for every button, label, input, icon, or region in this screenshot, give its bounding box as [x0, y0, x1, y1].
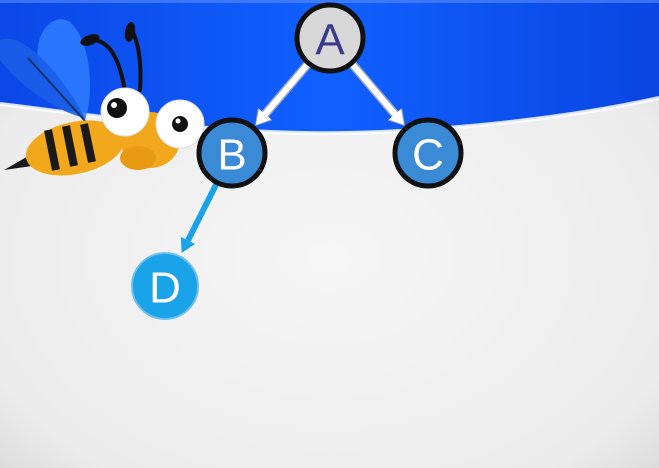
node-label: D [149, 264, 181, 313]
tree-edges [180, 61, 405, 253]
tree-nodes: A B C D [131, 2, 464, 320]
bee-icon [0, 19, 205, 176]
tree-node-a: A [294, 2, 366, 74]
edge-b-d [180, 182, 219, 253]
node-circle [196, 117, 268, 189]
node-label: C [412, 131, 444, 180]
node-label: A [315, 16, 345, 65]
node-circle [131, 252, 199, 320]
edge-a-c [349, 61, 405, 126]
tree-node-b: B [196, 117, 268, 189]
node-circle [392, 117, 464, 189]
node-circle [294, 2, 366, 74]
tree-node-c: C [392, 117, 464, 189]
node-label: B [217, 131, 246, 180]
edge-a-b [255, 61, 311, 126]
tree-node-d: D [131, 252, 199, 320]
